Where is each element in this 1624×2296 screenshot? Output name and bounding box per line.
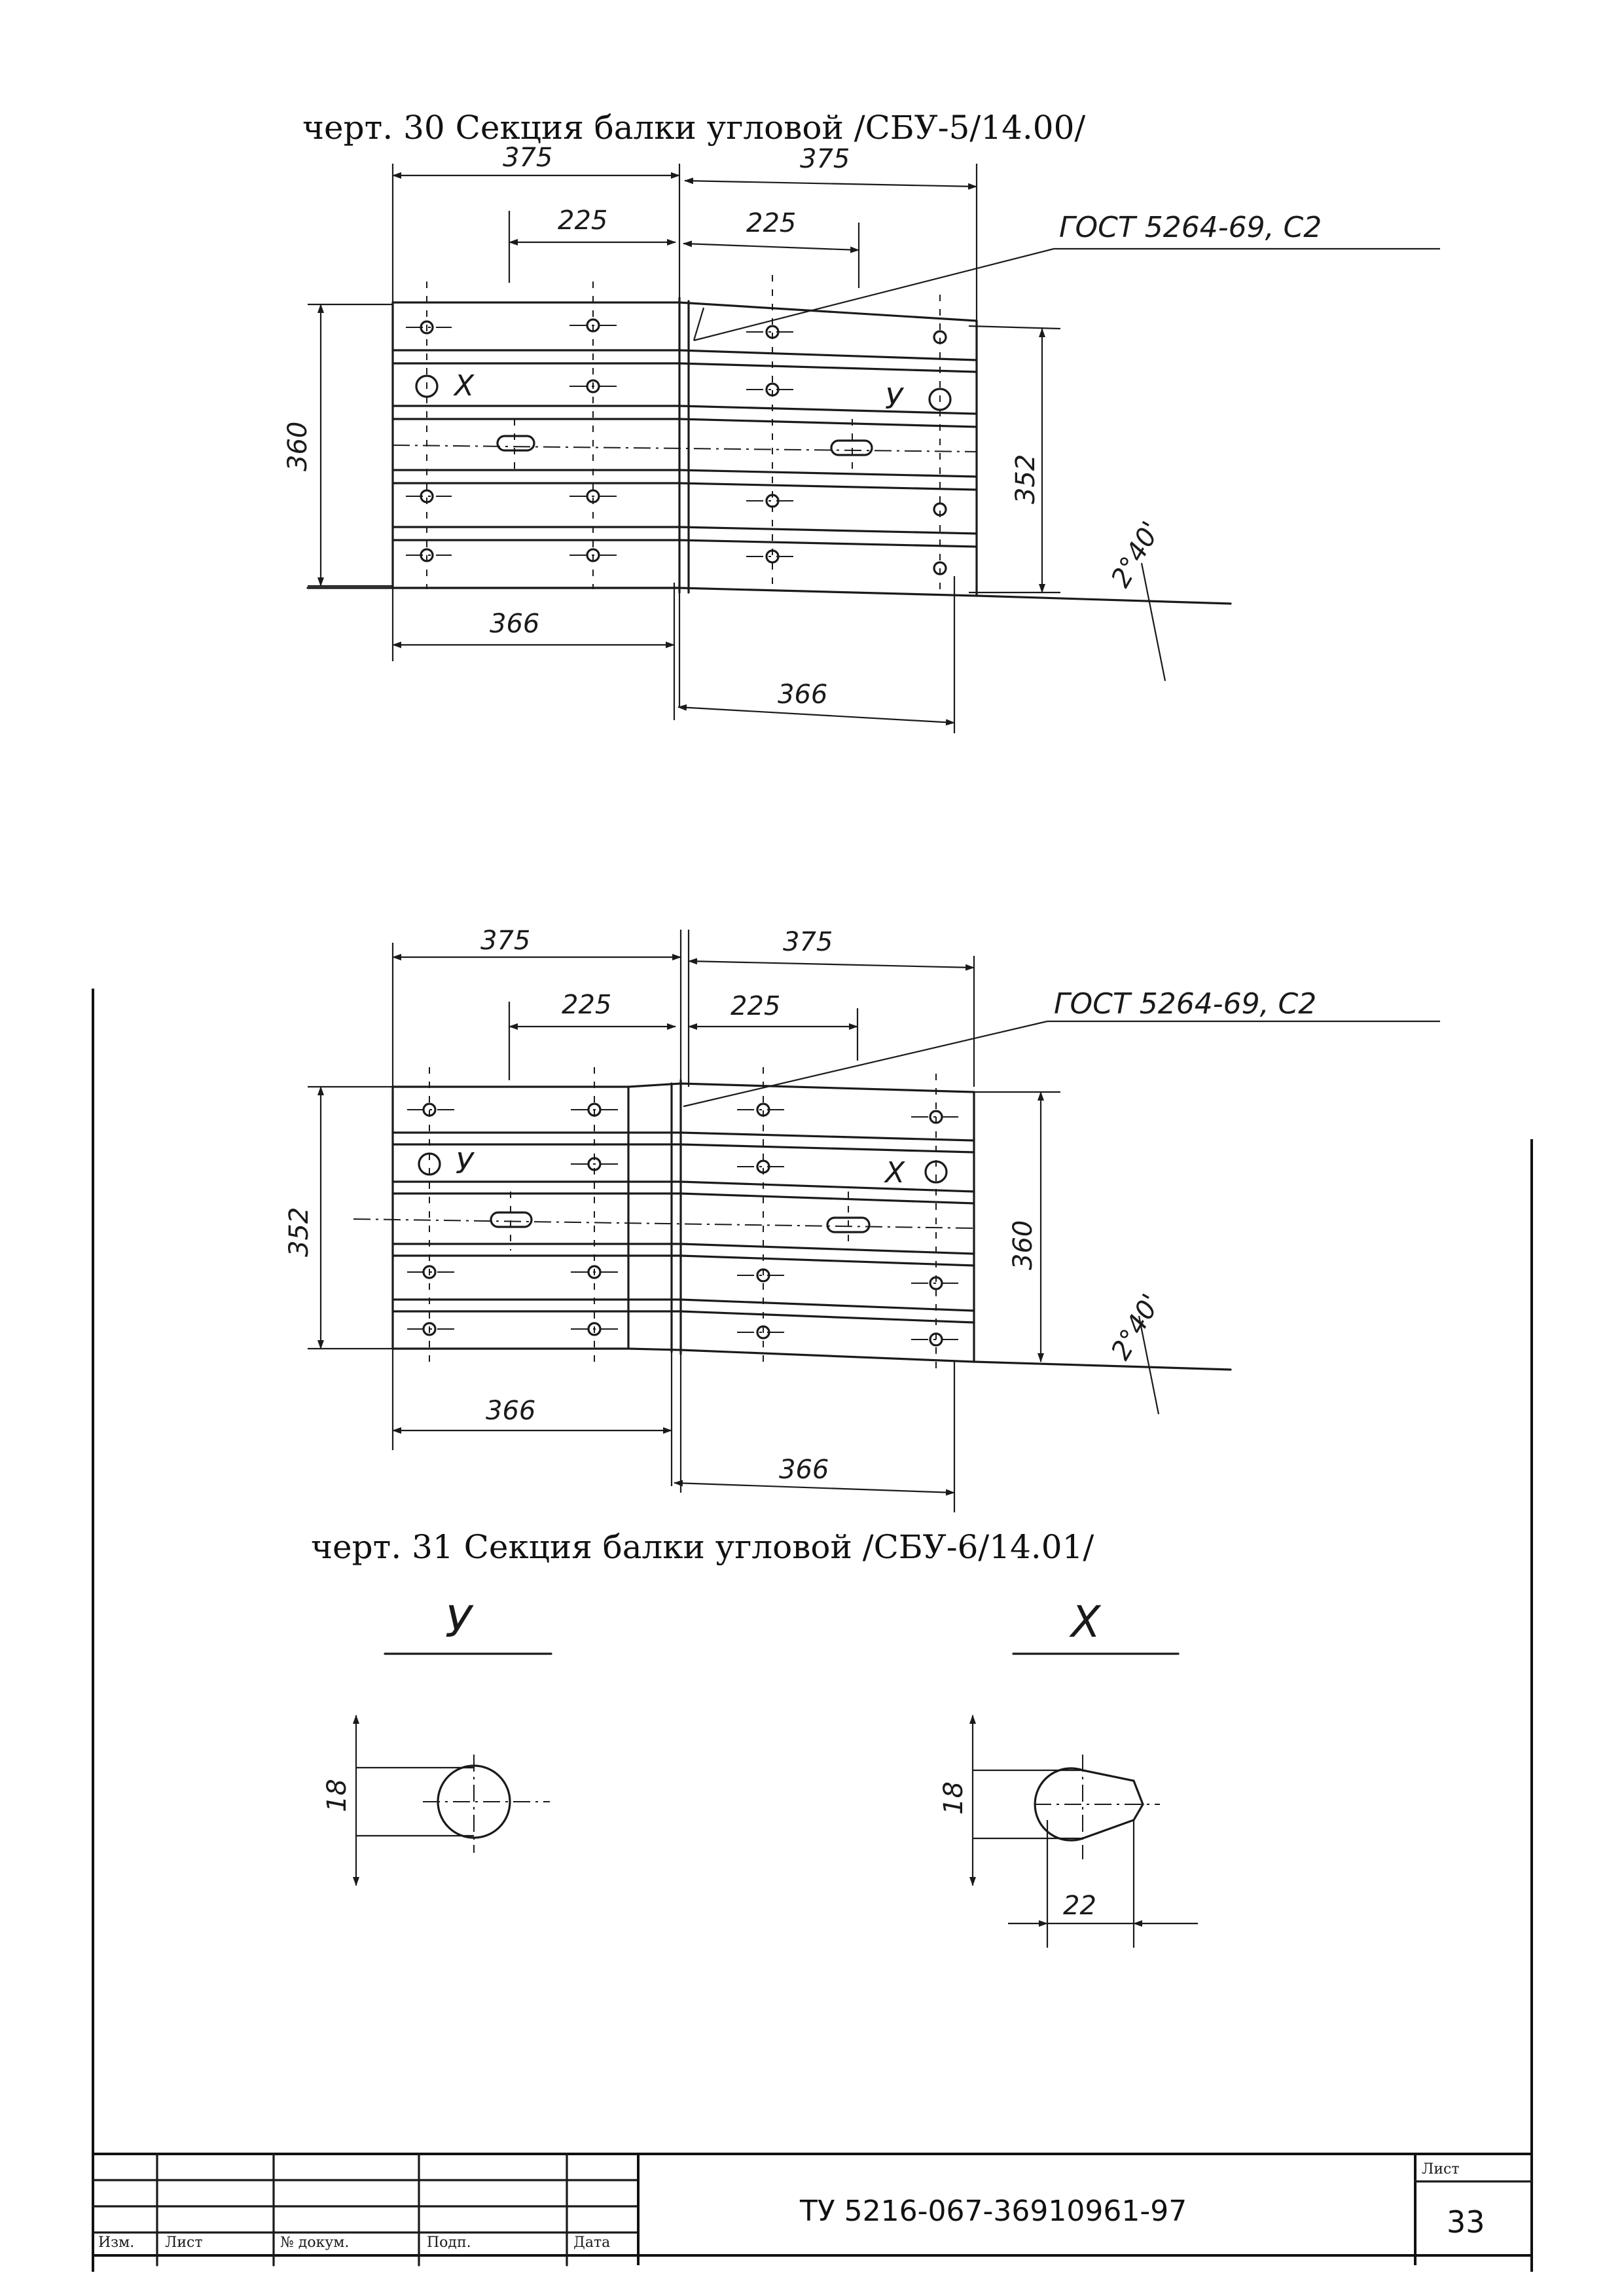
dim-31-angle: 2°40' xyxy=(1106,1289,1167,1365)
detail-y-label: У xyxy=(445,1597,474,1647)
drawing-31-caption: черт. 31 Секция балки угловой /СБУ-6/14.… xyxy=(311,1528,1094,1566)
drawing-30-extension-lines xyxy=(391,164,978,733)
drawing-31-view-mark-right: X xyxy=(884,1156,905,1190)
title-block-izm: Изм. xyxy=(98,2234,134,2251)
dim-31-inner-left: 225 xyxy=(562,990,611,1020)
drawing-31-weld-leader xyxy=(683,1020,1440,1108)
drawing-30-view-mark-right: У xyxy=(885,382,905,416)
drawing-30-caption: черт. 30 Секция балки угловой /СБУ-5/14.… xyxy=(302,109,1085,147)
title-block-list: Лист xyxy=(165,2234,203,2251)
dim-31-bottom-left: 366 xyxy=(486,1396,535,1426)
drawing-30-dimension-lines xyxy=(308,172,1061,726)
drawing-31-dimension-lines xyxy=(308,954,1060,1496)
title-block-doc: № докум. xyxy=(280,2234,349,2251)
detail-x: X 18 22 xyxy=(939,1597,1198,1948)
detail-x-dim-height: 18 xyxy=(939,1781,969,1815)
dim-30-top-left: 375 xyxy=(503,143,552,173)
drawing-31-beam xyxy=(353,1079,1232,1415)
title-block-sign: Подп. xyxy=(427,2234,471,2251)
drawing-30-view-mark-left: X xyxy=(453,369,475,403)
sheet-label: Лист xyxy=(1422,2161,1460,2178)
drawing-30-weld-leader xyxy=(693,247,1440,342)
detail-y-dim: 18 xyxy=(322,1779,352,1812)
detail-x-dim-width: 22 xyxy=(1063,1891,1096,1921)
dim-31-height-right: 360 xyxy=(1008,1220,1038,1270)
document-code: ТУ 5216-067-36910961-97 xyxy=(799,2195,1187,2228)
dim-30-inner-right: 225 xyxy=(746,208,796,238)
dim-30-inner-left: 225 xyxy=(558,206,607,236)
dim-30-bottom-right: 366 xyxy=(778,680,827,710)
dim-30-height-right: 352 xyxy=(1011,454,1041,504)
drawing-30-beam xyxy=(306,297,1232,682)
hole xyxy=(586,379,600,393)
dim-30-height-left: 360 xyxy=(283,422,313,471)
hole xyxy=(587,1265,602,1279)
drawing-30-holes xyxy=(406,275,952,589)
drawing-30-weld-note: ГОСТ 5264-69, С2 xyxy=(1059,211,1322,244)
sheet-number: 33 xyxy=(1447,2204,1485,2240)
dim-31-inner-right: 225 xyxy=(731,991,780,1021)
slot xyxy=(826,1216,871,1233)
dim-31-bottom-right: 366 xyxy=(779,1455,829,1485)
drawing-31-weld-note: ГОСТ 5264-69, С2 xyxy=(1054,987,1316,1021)
detail-y: У 18 xyxy=(322,1597,552,1886)
drawing-30: черт. 30 Секция балки угловой /СБУ-5/14.… xyxy=(283,109,1440,733)
drawing-31: 375 375 225 225 352 360 366 366 2°40' ГО… xyxy=(284,926,1440,1566)
slot xyxy=(496,435,535,452)
dim-31-top-right: 375 xyxy=(783,927,833,957)
dim-30-top-right: 375 xyxy=(800,144,850,174)
drawing-31-holes xyxy=(407,1067,962,1368)
dim-31-top-left: 375 xyxy=(480,926,530,956)
drawing-31-view-mark-left: У xyxy=(456,1147,475,1180)
dim-30-angle: 2°40' xyxy=(1106,517,1167,592)
detail-x-label: X xyxy=(1069,1597,1102,1647)
dim-31-height-left: 352 xyxy=(284,1207,314,1257)
dim-30-bottom-left: 366 xyxy=(490,609,539,639)
title-block: Изм. Лист № докум. Подп. Дата ТУ 5216-06… xyxy=(92,989,1533,2272)
title-block-date: Дата xyxy=(573,2234,610,2251)
slot xyxy=(830,439,873,456)
hole xyxy=(587,1322,602,1336)
